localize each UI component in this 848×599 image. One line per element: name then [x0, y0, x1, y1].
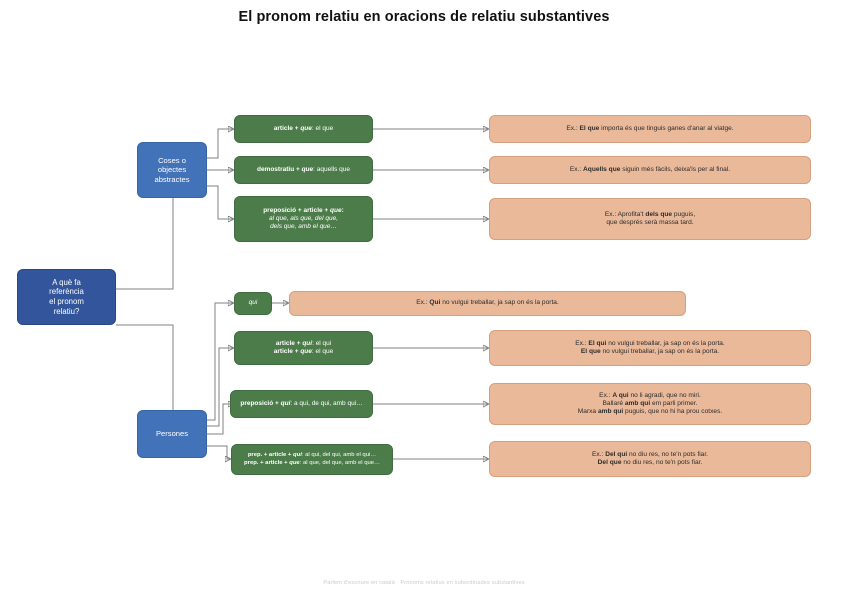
rule-prep-qui-em: qui: [280, 399, 291, 407]
rule-prep-article-que-detail-1: al que, als que, del que,: [268, 214, 339, 222]
example-2-prefix: Ex.:: [569, 165, 584, 173]
example-5b-bold: El que: [580, 348, 601, 355]
example-node-article-qui-que[interactable]: Ex.: El qui no vulgui treballar, ja sap …: [489, 330, 811, 366]
example-node-preposicio-article-que[interactable]: Ex.: Aprofita't dels que puguis, que des…: [489, 198, 811, 240]
example-6-prefix: Ex.:: [599, 391, 613, 399]
category-node-persones[interactable]: Persones: [137, 410, 207, 458]
root-line-4: relatiu?: [53, 306, 80, 316]
link-persones-qui: [207, 303, 234, 421]
example-node-qui[interactable]: Ex.: Qui no vulgui treballar, ja sap on …: [289, 291, 686, 316]
link-persones-prep-article-qui-que: [207, 445, 231, 459]
example-1-prefix: Ex.:: [566, 124, 580, 132]
example-5-prefix: Ex.:: [575, 339, 589, 347]
example-6b-prefix: Ballaré: [602, 399, 625, 407]
root-line-1: A què fa: [52, 277, 81, 287]
example-1-bold: El que: [579, 124, 600, 132]
example-7b-rest: no diu res, no te'n pots fiar.: [621, 459, 703, 466]
rule-prep-article-que-em-2: que: [289, 459, 300, 466]
example-7-prefix: Ex.:: [592, 450, 606, 458]
rule-demostratiu-que-em: que: [301, 165, 314, 173]
example-6c-rest: puguis, que no hi ha prou cotxes.: [623, 408, 723, 416]
link-coses-prep-article-que: [207, 185, 234, 219]
rule-prep-article-qui-strong: prep. + article +: [247, 452, 293, 459]
example-4-bold: Qui: [429, 299, 441, 307]
rule-article-que-rest: : el que: [311, 124, 334, 132]
category-persones-label: Persones: [155, 429, 189, 439]
rule-node-qui[interactable]: qui: [234, 292, 272, 315]
rule-node-article-qui-que[interactable]: article + qui: el qui article + que: el …: [234, 331, 373, 365]
example-3-rest: puguis,: [672, 210, 696, 218]
example-5b-rest: no vulgui treballar, ja sap on és la por…: [600, 348, 720, 355]
page-title: El pronom relatiu en oracions de relatiu…: [238, 9, 610, 25]
category-coses-line-1: Coses o: [158, 155, 186, 165]
example-7-bold: Del qui: [605, 450, 628, 458]
rule-prep-article-qui-em: qui: [293, 452, 302, 459]
example-7b-bold: Del que: [597, 459, 622, 466]
link-root-coses: [116, 170, 173, 290]
root-node[interactable]: A què fa referència el pronom relatiu?: [17, 269, 116, 325]
rule-article-qui-rest: : el qui: [312, 339, 332, 347]
example-6b-bold: amb qui: [624, 399, 651, 407]
example-6-bold: A qui: [612, 391, 629, 399]
rule-article-que-strong: article +: [273, 124, 301, 132]
rule-prep-qui-rest: : a qui, de qui, amb qui…: [290, 399, 363, 407]
example-6b-rest: em parli primer.: [650, 399, 698, 407]
rule-article-que2-rest: : el que: [311, 348, 334, 355]
category-coses-line-3: abstractes: [154, 174, 190, 184]
root-line-2: referència: [49, 287, 84, 297]
example-3-bold: dels que: [645, 210, 673, 218]
rule-prep-article-que-strong: preposició + article +: [263, 206, 331, 214]
category-coses-line-2: objectes: [157, 165, 187, 175]
rule-prep-article-que-rest: :: [341, 206, 344, 214]
footer-caption: Parlem d'escriure en català · Pronoms re…: [323, 580, 525, 586]
example-node-article-que[interactable]: Ex.: El que importa és que tinguis ganes…: [489, 115, 811, 143]
example-4-rest: no vulgui treballar, ja sap on és la por…: [440, 299, 559, 307]
link-persones-article-qui-que: [207, 348, 234, 427]
example-2-bold: Aquells que: [583, 165, 621, 173]
example-6c-bold: amb qui: [597, 408, 624, 416]
rule-article-qui-em: qui: [302, 339, 313, 347]
example-5-bold: El qui: [588, 339, 607, 347]
example-7-rest: no diu res, no te'n pots fiar.: [627, 450, 708, 458]
rule-demostratiu-que-strong: demostratiu +: [256, 165, 302, 173]
rule-prep-article-qui-rest: : al qui, del qui, amb el qui…: [301, 452, 377, 459]
example-3-prefix: Ex.: Aprofita't: [604, 210, 646, 218]
example-node-prep-article-qui-que[interactable]: Ex.: Del qui no diu res, no te'n pots fi…: [489, 441, 811, 477]
link-persones-preposicio-qui: [207, 404, 234, 435]
rule-node-preposicio-article-que[interactable]: preposició + article + que: al que, als …: [234, 196, 373, 242]
link-coses-article-que: [207, 129, 234, 159]
rule-qui-label: qui: [248, 299, 258, 307]
example-node-preposicio-qui[interactable]: Ex.: A qui no li agradi, que no miri. Ba…: [489, 383, 811, 425]
rule-node-article-que[interactable]: article + que: el que: [234, 115, 373, 143]
rule-node-preposicio-qui[interactable]: preposició + qui: a qui, de qui, amb qui…: [230, 390, 373, 418]
example-5-rest: no vulgui treballar, ja sap on és la por…: [606, 339, 725, 347]
rule-prep-article-que-rest-2: : al que, del que, amb el que…: [299, 459, 380, 466]
example-6-rest: no li agradi, que no miri.: [628, 391, 701, 399]
rule-node-prep-article-qui-que[interactable]: prep. + article + qui: al qui, del qui, …: [231, 444, 393, 475]
rule-article-que-em: que: [300, 124, 312, 132]
rule-article-que2-em: que: [300, 348, 312, 355]
example-node-demostratiu-que[interactable]: Ex.: Aquells que siguin més fàcils, deix…: [489, 156, 811, 184]
rule-prep-article-que-detail-2: dels que, amb el que…: [270, 223, 337, 231]
root-line-3: el pronom: [49, 297, 84, 306]
rule-prep-qui-strong: preposició +: [240, 399, 281, 407]
rule-demostratiu-que-rest: : aquells que: [313, 165, 351, 173]
rule-prep-article-que-strong-2: prep. + article +: [244, 459, 290, 466]
example-2-rest: siguin més fàcils, deixa'ls per al final…: [620, 165, 731, 173]
example-3-line-2: que després serà massa tard.: [606, 219, 694, 226]
example-6c-prefix: Marxa: [577, 408, 598, 416]
rule-prep-article-que-em: que: [330, 206, 342, 214]
rule-node-demostratiu-que[interactable]: demostratiu + que: aquells que: [234, 156, 373, 184]
example-1-rest: importa és que tinguis ganes d'anar al v…: [599, 124, 734, 132]
rule-article-que2-strong: article +: [273, 348, 301, 355]
rule-article-qui-strong: article +: [275, 339, 303, 347]
category-node-coses[interactable]: Coses o objectes abstractes: [137, 142, 207, 198]
example-4-prefix: Ex.:: [416, 299, 430, 307]
link-root-persones: [116, 324, 173, 434]
